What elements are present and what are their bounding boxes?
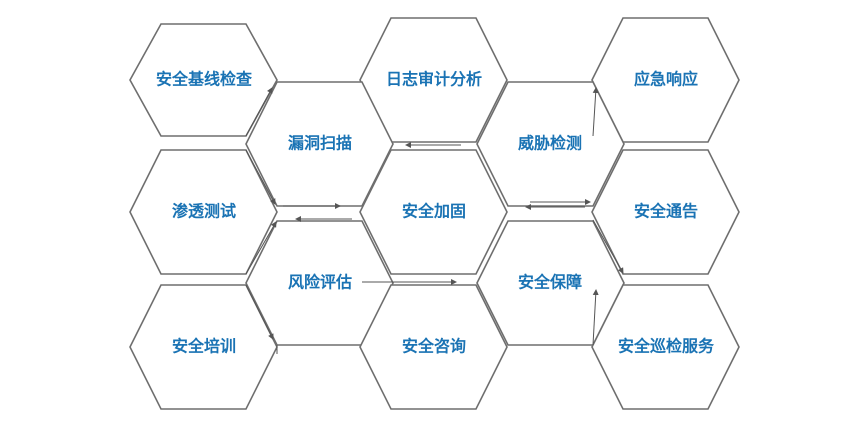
hexagon-vuln-scan: 漏洞扫描: [245, 81, 394, 207]
hexagon-vuln-scan-label: 漏洞扫描: [288, 134, 352, 153]
hexagon-log-audit-label: 日志审计分析: [386, 70, 482, 89]
hexagon-assurance: 安全保障: [476, 220, 625, 346]
hexagon-hardening-label: 安全加固: [402, 202, 466, 221]
arrow-inspection-to-assurance: [592, 289, 599, 346]
hexagon-log-audit: 日志审计分析: [359, 17, 508, 143]
hexagon-vuln-scan-shape: [245, 81, 394, 207]
flow-arrows: [245, 87, 624, 354]
arrow-pentest-to-risk-assess: [245, 221, 277, 275]
hexagon-inspection-shape: [591, 284, 740, 410]
hexagon-assurance-label: 安全保障: [518, 273, 582, 292]
hexagon-notification-label: 安全通告: [634, 202, 698, 221]
hexagon-threat-detect-shape: [476, 81, 625, 207]
hexagon-inspection-label: 安全巡检服务: [618, 337, 715, 356]
hexagon-hardening: 安全加固: [359, 149, 508, 275]
hexagon-training-label: 安全培训: [172, 337, 236, 356]
hexagon-consulting: 安全咨询: [359, 284, 508, 410]
hexagon-consulting-label: 安全咨询: [402, 337, 466, 356]
arrow-pentest-to-vuln-scan: [245, 149, 276, 205]
hexagon-layer: 安全基线检查 日志审计分析 应急响应 漏洞扫描 威胁检测: [129, 17, 740, 410]
hexagon-training: 安全培训: [129, 284, 278, 410]
hexagon-notification-shape: [591, 149, 740, 275]
hexagon-consulting-shape: [359, 284, 508, 410]
hexagon-notification: 安全通告: [591, 149, 740, 275]
arrow-assurance-to-notification: [592, 219, 624, 274]
hexagon-baseline-check-shape: [129, 23, 278, 137]
hexagon-pentest-label: 渗透测试: [172, 202, 236, 221]
hexagon-baseline-check: 安全基线检查: [129, 23, 278, 137]
hexagon-risk-assess-label: 风险评估: [288, 273, 352, 292]
hexagon-assurance-shape: [476, 220, 625, 346]
hexagon-pentest-shape: [129, 149, 278, 275]
hexagon-inspection: 安全巡检服务: [591, 284, 740, 410]
hexagon-pentest: 渗透测试: [129, 149, 278, 275]
hexagon-threat-detect-label: 威胁检测: [518, 134, 582, 153]
hexagon-hardening-shape: [359, 149, 508, 275]
arrow-threat-to-emergency: [592, 87, 599, 137]
arrow-vuln-scan-to-baseline: [245, 87, 273, 137]
arrow-training-to-risk-assess: [245, 284, 274, 340]
hexagon-emergency-response-label: 应急响应: [634, 70, 698, 89]
hexagon-baseline-check-label: 安全基线检查: [156, 70, 252, 89]
hexagon-threat-detect: 威胁检测: [476, 81, 625, 207]
